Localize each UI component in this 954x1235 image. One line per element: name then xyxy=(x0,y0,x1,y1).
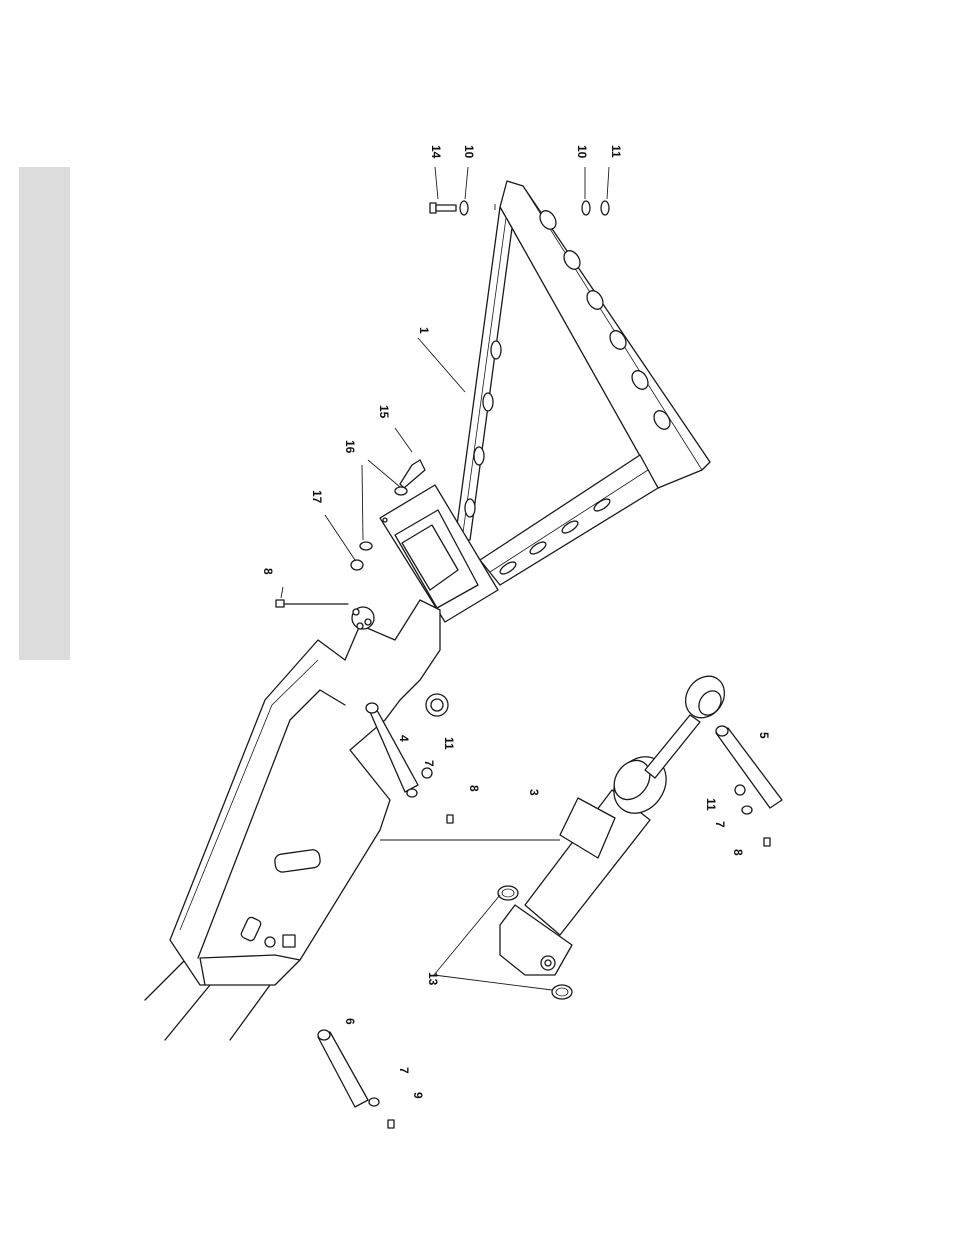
callout-5: 5 xyxy=(757,732,771,739)
callout-7-right: 7 xyxy=(713,821,727,828)
callout-7-bottom: 7 xyxy=(397,1067,411,1074)
callout-11-right: 11 xyxy=(704,798,718,811)
mounting-plate xyxy=(380,485,498,622)
callout-11-top: 11 xyxy=(609,145,623,158)
pin-part-6 xyxy=(318,1030,368,1107)
callout-7-mid: 7 xyxy=(422,760,436,767)
callout-9: 9 xyxy=(411,1092,425,1099)
callout-11-mid: 11 xyxy=(442,737,456,750)
main-boom xyxy=(145,600,448,1040)
hydraulic-cylinder-part-3 xyxy=(500,669,732,975)
callout-8-mid: 8 xyxy=(467,785,481,792)
callout-4: 4 xyxy=(397,735,411,742)
callout-13: 13 xyxy=(426,972,440,986)
callout-15: 15 xyxy=(377,405,391,419)
callout-6: 6 xyxy=(343,1018,357,1025)
a-frame-part-1 xyxy=(455,181,710,585)
pin-part-4 xyxy=(366,703,418,792)
callout-8-top: 8 xyxy=(261,568,275,575)
callout-14: 14 xyxy=(429,145,443,159)
callout-1: 1 xyxy=(417,327,431,334)
callout-3: 3 xyxy=(527,789,541,796)
callout-17: 17 xyxy=(310,490,324,504)
pin-part-5 xyxy=(716,726,782,808)
callout-8-right: 8 xyxy=(731,849,745,856)
callout-10-top-right: 10 xyxy=(575,145,589,159)
callout-16: 16 xyxy=(343,440,357,454)
callout-10-top-left: 10 xyxy=(462,145,476,159)
